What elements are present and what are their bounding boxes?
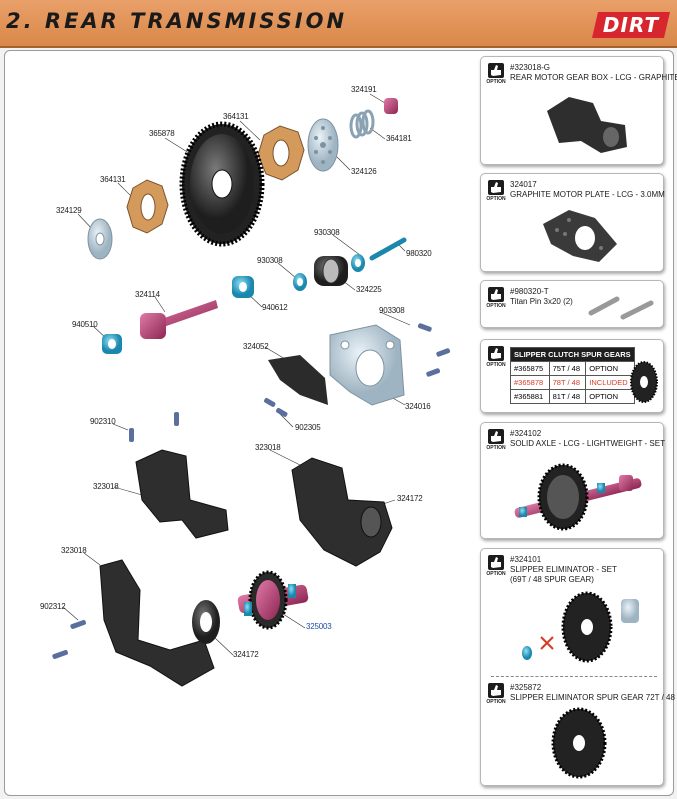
screw-902310 bbox=[129, 412, 179, 442]
part-930308-a bbox=[351, 254, 365, 272]
part-label-324172-b: 324172 bbox=[233, 650, 259, 659]
part-label-902312: 902312 bbox=[40, 602, 66, 611]
part-940510 bbox=[102, 334, 122, 354]
part-323018-a bbox=[135, 449, 229, 539]
part-label-325003[interactable]: 325003 bbox=[306, 622, 332, 631]
part-label-364181: 364181 bbox=[386, 134, 412, 143]
option-badge: OPTION bbox=[485, 180, 507, 206]
part-label-902310: 902310 bbox=[90, 417, 116, 426]
page-header: 2. REAR TRANSMISSION DIRT bbox=[0, 0, 677, 48]
part-930308-b bbox=[293, 273, 307, 291]
option-box-spur-gears: OPTION SLIPPER CLUTCH SPUR GEARS #365875… bbox=[480, 339, 664, 413]
part-label-324114: 324114 bbox=[135, 290, 160, 299]
table-header: SLIPPER CLUTCH SPUR GEARS bbox=[510, 347, 635, 362]
option-badge: OPTION bbox=[485, 63, 507, 89]
part-324114 bbox=[140, 300, 218, 339]
part-324052 bbox=[268, 355, 328, 405]
option-badge: OPTION bbox=[485, 555, 507, 581]
logo-text: DIRT bbox=[602, 13, 660, 37]
thumbs-up-icon bbox=[488, 429, 504, 444]
part-324172-a bbox=[360, 506, 382, 538]
part-label-323018-a: 323018 bbox=[93, 482, 119, 491]
option-badge: OPTION bbox=[485, 429, 507, 455]
thumbs-up-icon bbox=[488, 683, 504, 698]
solid-axle-image bbox=[514, 463, 642, 531]
part-323018-c bbox=[99, 559, 215, 687]
part-label-324191: 324191 bbox=[351, 85, 377, 94]
part-label-324016: 324016 bbox=[405, 402, 431, 411]
part-324172-b bbox=[192, 600, 220, 644]
option-badge: OPTION bbox=[485, 683, 507, 709]
screw-903308 bbox=[264, 323, 451, 417]
titan-pin-image bbox=[588, 296, 654, 320]
part-324126 bbox=[307, 118, 339, 172]
thumbs-up-icon bbox=[488, 287, 504, 302]
part-label-324129: 324129 bbox=[56, 206, 82, 215]
part-label-940612: 940612 bbox=[262, 303, 288, 312]
option-divider bbox=[491, 676, 657, 677]
option-badge: OPTION bbox=[485, 346, 507, 372]
gear-box-image bbox=[547, 97, 627, 153]
part-940612 bbox=[232, 276, 254, 298]
part-324225 bbox=[314, 256, 348, 286]
part-label-324172-a: 324172 bbox=[397, 494, 423, 503]
part-label-365878: 365878 bbox=[149, 129, 175, 138]
part-323018-b bbox=[291, 457, 393, 567]
thumbs-up-icon bbox=[488, 555, 504, 570]
thumbs-up-icon bbox=[488, 346, 504, 361]
part-label-323018-b: 323018 bbox=[255, 443, 281, 452]
brand-logo: DIRT bbox=[592, 12, 670, 38]
part-label-940510: 940510 bbox=[72, 320, 98, 329]
part-325003 bbox=[237, 570, 309, 630]
page-title: 2. REAR TRANSMISSION bbox=[6, 9, 348, 33]
part-980320 bbox=[369, 237, 407, 261]
part-label-903308: 903308 bbox=[379, 306, 405, 315]
part-364181 bbox=[349, 109, 375, 139]
part-label-364131: 364131 bbox=[223, 112, 249, 121]
spur-gear-72t-image bbox=[551, 707, 607, 779]
part-label-980320: 980320 bbox=[406, 249, 432, 258]
part-label-930308-a: 930308 bbox=[314, 228, 340, 237]
motor-plate-image bbox=[543, 210, 617, 262]
part-label-324052: 324052 bbox=[243, 342, 269, 351]
part-365878-spur-gear bbox=[179, 121, 265, 247]
part-label-902305: 902305 bbox=[295, 423, 321, 432]
part-label-324126: 324126 bbox=[351, 167, 377, 176]
part-324016 bbox=[329, 324, 405, 406]
screw-902312 bbox=[52, 619, 86, 659]
part-label-324225: 324225 bbox=[356, 285, 382, 294]
spur-gear-image bbox=[630, 361, 658, 403]
part-324191 bbox=[384, 98, 398, 114]
part-324129 bbox=[87, 218, 113, 260]
thumbs-up-icon bbox=[488, 63, 504, 78]
thumbs-up-icon bbox=[488, 180, 504, 195]
part-label-323018-c: 323018 bbox=[61, 546, 87, 555]
part-label-364131-left: 364131 bbox=[100, 175, 126, 184]
part-label-930308-b: 930308 bbox=[257, 256, 283, 265]
option-badge: OPTION bbox=[485, 287, 507, 313]
slipper-eliminator-image bbox=[522, 591, 639, 663]
